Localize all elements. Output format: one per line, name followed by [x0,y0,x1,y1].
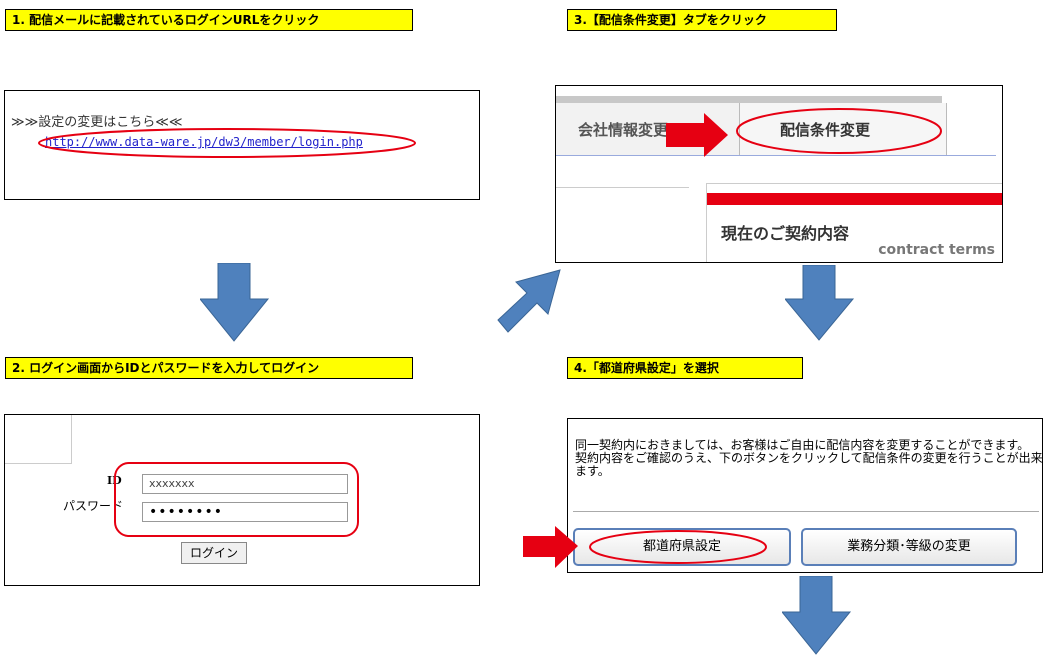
description-text: 同一契約内におきましては、お客様はご自由に配信内容を変更することができます。 契… [575,438,1043,478]
password-input[interactable]: •••••••• [142,502,348,522]
step-3-label: 3.【配信条件変更】タブをクリック [567,9,837,31]
login-button[interactable]: ログイン [181,542,247,564]
login-url-link[interactable]: http://www.data-ware.jp/dw3/member/login… [45,135,363,149]
password-label: パスワード [63,499,124,513]
step-4-label: 4.「都道府県設定」を選択 [567,357,803,379]
description-line-2: 契約内容をご確認のうえ、下のボタンをクリックして配信条件の変更を行うことが出来ま… [575,451,1043,478]
contract-header-bar [707,193,1002,205]
flow-arrow-diagonal-icon [497,269,561,333]
tab-bar-top [556,96,942,103]
tab-company-label: 会社情報変更 [578,121,669,139]
contract-subtitle: contract terms [878,242,995,258]
step-1-label: 1. 配信メールに記載されているログインURLをクリック [5,9,413,31]
flow-arrow-down-icon [200,263,270,342]
email-url-panel: ≫≫設定の変更はこちら≪≪ http://www.data-ware.jp/dw… [4,90,480,200]
tab-screen-panel: 会社情報変更 配信条件変更 現在のご契約内容 contract terms [555,85,1003,263]
tab-highlight-ellipse [736,108,942,154]
login-form-panel: ID xxxxxxx パスワード •••••••• ログイン [4,414,480,586]
divider [556,187,689,188]
flow-arrow-down-icon [782,576,852,655]
corner-box [5,415,72,464]
settings-choice-panel: 同一契約内におきましては、お客様はご自由に配信内容を変更することができます。 契… [567,418,1043,573]
description-line-1: 同一契約内におきましては、お客様はご自由に配信内容を変更することができます。 [575,438,1030,452]
id-input[interactable]: xxxxxxx [142,474,348,494]
divider [573,511,1039,512]
login-highlight [114,462,359,537]
tab-delivery-label: 配信条件変更 [780,121,871,139]
red-arrow-right-icon [523,526,578,568]
url-highlight-ellipse [38,128,416,158]
step-2-label: 2. ログイン画面からIDとパスワードを入力してログイン [5,357,413,379]
button-highlight [589,530,767,564]
flow-arrow-down-icon [785,265,855,341]
contract-box: 現在のご契約内容 contract terms [706,183,1002,262]
tab-underline [556,155,996,156]
category-grade-button[interactable]: 業務分類･等級の変更 [801,528,1017,566]
tab-annotations [666,108,942,157]
settings-change-text: ≫≫設定の変更はこちら≪≪ [11,115,183,130]
contract-title: 現在のご契約内容 [721,224,850,243]
red-arrow-right-icon [666,113,728,157]
